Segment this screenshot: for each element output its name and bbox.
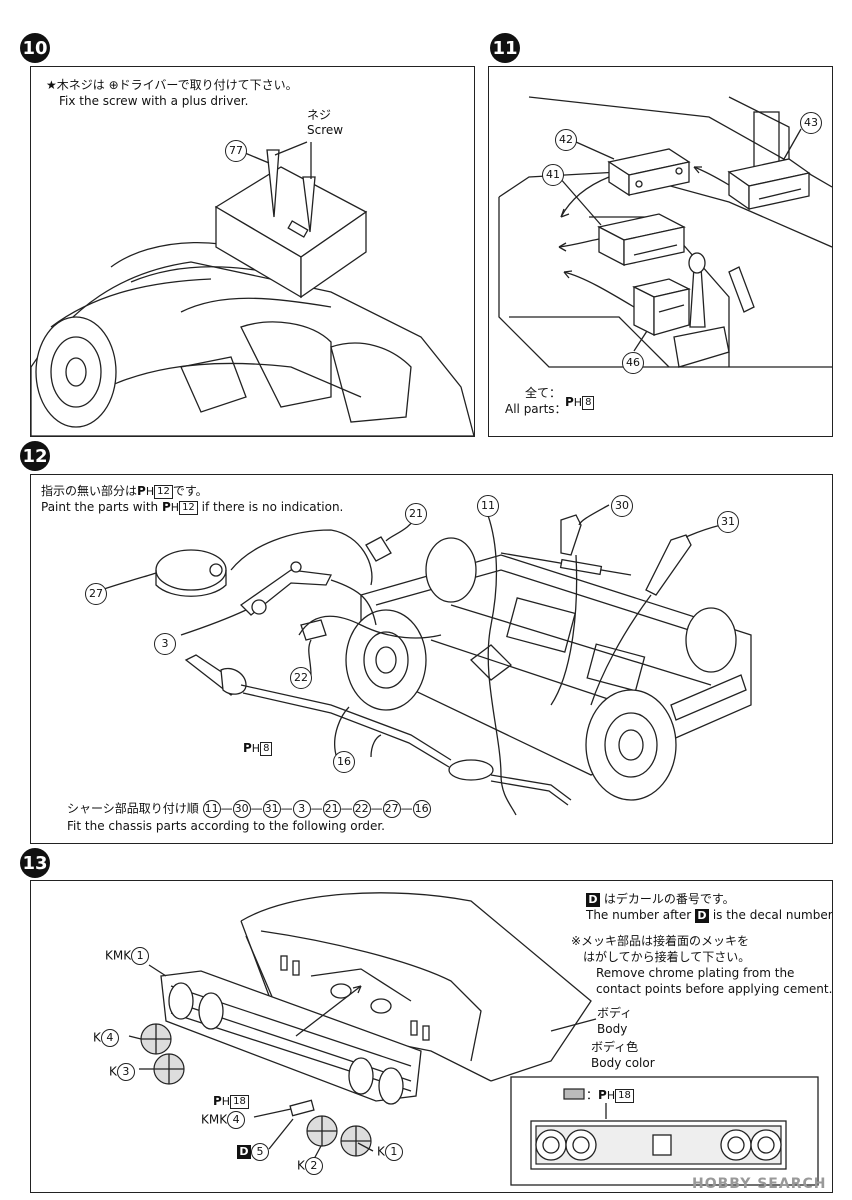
body-label-en: Body	[597, 1022, 628, 1036]
body-color-en: Body color	[591, 1056, 655, 1070]
all-parts-label-en: All parts：	[505, 402, 567, 416]
decal-d-box: D	[586, 892, 600, 907]
chassis-order-label: シャーシ部品取り付け順	[67, 801, 199, 816]
step-12-note-jp-num: 12	[154, 484, 173, 499]
step-11-drawing	[498, 96, 832, 368]
label-d5-num: 5	[251, 1143, 269, 1161]
label-kmk4-prefix: KMK	[201, 1112, 228, 1127]
part-21-callout: 21	[405, 503, 427, 525]
part-22-callout: 22	[290, 667, 312, 689]
chrome-note-en1: Remove chrome plating from the	[596, 966, 795, 980]
step-13-drawing	[128, 892, 819, 1186]
inset-paint-num: 18	[615, 1088, 634, 1103]
order-step-4: 3	[292, 800, 311, 818]
order-step-8: 16	[412, 800, 431, 818]
label-kmk1-prefix: KMK	[105, 948, 132, 963]
order-step-1: 11	[202, 800, 221, 818]
label-k3-prefix: K	[109, 1064, 117, 1079]
order-step-6: 22	[352, 800, 371, 818]
label-k1-num: 1	[384, 1143, 403, 1161]
label-k2-num: 2	[304, 1157, 323, 1175]
chassis-order-en: Fit the chassis parts according to the f…	[67, 819, 385, 833]
part-30-callout: 30	[611, 495, 633, 517]
paint-h-letter: H	[573, 396, 583, 409]
step-10-note-en: Fix the screw with a plus driver.	[59, 94, 249, 108]
decal-note-en: The number after D is the decal number.	[586, 907, 833, 923]
label-k2-prefix: K	[297, 1158, 305, 1173]
step-11-badge: 11	[490, 33, 520, 63]
step-12-note-jp-post: です。	[172, 484, 208, 498]
part-11-callout: 11	[477, 495, 499, 517]
order-step-3: 31	[262, 800, 281, 818]
label-k4-num: 4	[100, 1029, 119, 1047]
screw-label-en: Screw	[307, 123, 344, 137]
all-parts-label-jp: 全て：	[525, 386, 562, 400]
step-10-panel: ★木ネジは ⊕ドライバーで取り付けて下さい。 Fix the screw wit…	[30, 66, 475, 437]
exhaust-paint-num: 8	[260, 741, 273, 756]
paint-number-box: 8	[582, 395, 595, 410]
decal-note-jp-text: はデカールの番号です。	[603, 892, 735, 906]
step-12-note-jp-pre: 指示の無い部分は	[41, 484, 138, 498]
step-10-drawing	[31, 141, 474, 436]
step-12-note-en-pre: Paint the parts with	[41, 500, 159, 514]
chassis-order-jp: シャーシ部品取り付け順 11—30—31—3—21—22—27—16	[67, 800, 431, 818]
chrome-note-jp1: ※メッキ部品は接着面のメッキを	[571, 934, 750, 948]
label-kmk1-num: 1	[131, 947, 150, 965]
label-ph18-num: 18	[230, 1094, 249, 1109]
part-31-callout: 31	[717, 511, 739, 533]
step-12-drawing	[100, 504, 752, 816]
body-label-jp: ボディ	[597, 1006, 633, 1020]
step-10-badge: 10	[20, 33, 50, 63]
screw-label-jp: ネジ	[307, 108, 332, 122]
decal-note-en-pre: The number after	[586, 908, 692, 922]
chrome-note-en2: contact points before applying cement.	[596, 982, 833, 996]
decal-note-jp: D はデカールの番号です。	[586, 891, 735, 907]
decal-note-en-post: is the decal number.	[712, 908, 833, 922]
step-13-panel: D はデカールの番号です。 The number after D is the …	[30, 880, 833, 1193]
part-3-callout: 3	[154, 633, 176, 655]
label-k4-prefix: K	[93, 1030, 101, 1045]
label-k1-prefix: K	[377, 1144, 385, 1159]
step-12-badge: 12	[20, 441, 50, 471]
part-16-callout: 16	[333, 751, 355, 773]
part-46-callout: 46	[622, 352, 644, 374]
order-step-5: 21	[322, 800, 341, 818]
label-d5-box: D	[237, 1145, 251, 1159]
step-12-note-en-post: if there is no indication.	[201, 500, 344, 514]
decal-d-box-en: D	[695, 908, 709, 923]
order-step-2: 30	[232, 800, 251, 818]
step-13-badge: 13	[20, 848, 50, 878]
part-41-callout: 41	[542, 164, 564, 186]
watermark: HOBBY SEARCH	[692, 1176, 827, 1192]
part-77-callout: 77	[225, 140, 247, 162]
chrome-note-jp2: はがしてから接着して下さい。	[583, 950, 751, 964]
order-step-7: 27	[382, 800, 401, 818]
body-color-jp: ボディ色	[591, 1040, 639, 1054]
step-10-note-jp: ★木ネジは ⊕ドライバーで取り付けて下さい。	[46, 78, 298, 92]
label-k3-num: 3	[116, 1063, 135, 1081]
label-kmk4-num: 4	[227, 1111, 246, 1129]
step-12-note-en-num: 12	[179, 500, 198, 515]
part-27-callout: 27	[85, 583, 107, 605]
part-42-callout: 42	[555, 129, 577, 151]
part-43-callout: 43	[800, 112, 822, 134]
